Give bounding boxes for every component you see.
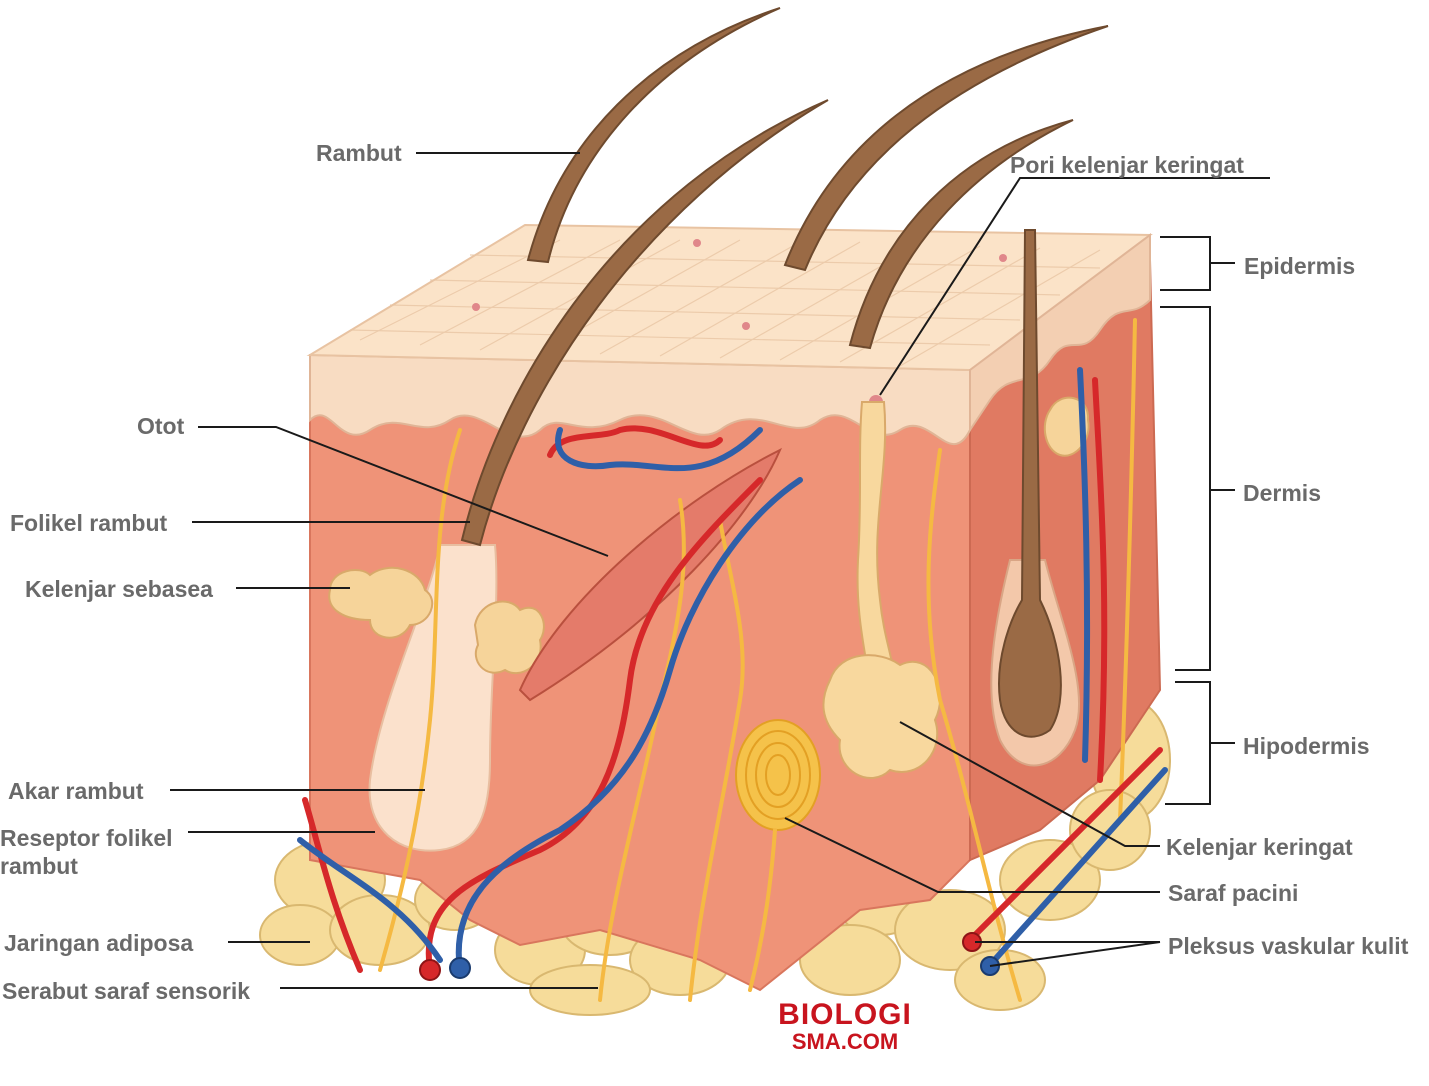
- label-adiposa: Jaringan adiposa: [4, 930, 193, 958]
- label-pleksus: Pleksus vaskular kulit: [1168, 933, 1408, 961]
- label-epidermis: Epidermis: [1244, 253, 1355, 281]
- label-folikel: Folikel rambut: [10, 510, 167, 538]
- pacinian-corpuscle: [736, 720, 820, 830]
- label-dermis: Dermis: [1243, 480, 1321, 508]
- logo-line1: BIOLOGI: [760, 1000, 930, 1030]
- label-reseptor: Reseptor folikel rambut: [0, 825, 200, 880]
- label-hipodermis: Hipodermis: [1243, 733, 1370, 761]
- label-rambut: Rambut: [316, 140, 402, 168]
- artery-end-left: [420, 960, 440, 980]
- label-pori: Pori kelenjar keringat: [1010, 152, 1244, 180]
- label-serabut: Serabut saraf sensorik: [2, 978, 250, 1006]
- label-otot: Otot: [137, 413, 184, 441]
- logo-line2: SMA.COM: [760, 1030, 930, 1054]
- vein-end-left: [450, 958, 470, 978]
- watermark-logo: BIOLOGI SMA.COM: [760, 1000, 930, 1054]
- label-akar: Akar rambut: [8, 778, 143, 806]
- label-sebasea: Kelenjar sebasea: [25, 576, 213, 604]
- label-keringat: Kelenjar keringat: [1166, 834, 1353, 862]
- label-pacini: Saraf pacini: [1168, 880, 1298, 908]
